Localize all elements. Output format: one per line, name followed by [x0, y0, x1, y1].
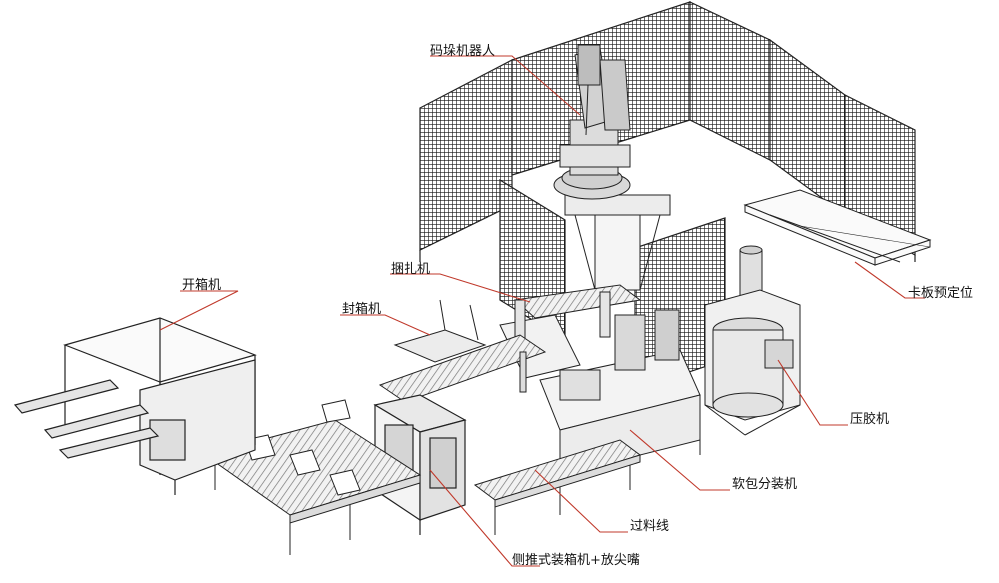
palletizing-robot	[553, 44, 671, 291]
leader-pallet-positioning	[854, 261, 925, 299]
leader-transfer-line	[534, 469, 628, 533]
label-glue-press: 压胶机	[850, 412, 890, 427]
transfer-line	[473, 439, 642, 535]
label-strapping-machine: 捆扎机	[391, 262, 431, 277]
leader-box-sealer	[340, 314, 431, 336]
label-side-push-packer: 侧推式装箱机+放尖嘴	[512, 553, 640, 568]
label-transfer-line: 过料线	[630, 519, 670, 534]
label-pallet-positioning: 卡板预定位	[908, 286, 974, 301]
label-palletizing-robot: 码垛机器人	[430, 44, 496, 59]
leader-box-opener	[159, 290, 239, 331]
box-sealer	[378, 299, 547, 433]
box-opener	[13, 317, 257, 495]
label-soft-pack-dispenser: 软包分装机	[732, 477, 798, 492]
leader-strapping-machine	[390, 273, 531, 303]
glue-press	[704, 245, 801, 436]
leader-palletizing-robot	[430, 55, 581, 116]
pallet	[743, 189, 932, 266]
leader-soft-pack-dispenser	[629, 429, 730, 491]
leader-side-push-packer	[429, 469, 540, 567]
soft-pack-dispenser	[539, 309, 701, 495]
strapping-machine	[499, 284, 642, 379]
main-conveyor	[203, 399, 422, 555]
safety-fence	[419, 1, 916, 391]
leader-glue-press	[777, 359, 848, 426]
label-box-sealer: 封箱机	[342, 302, 382, 317]
label-box-opener: 开箱机	[182, 278, 222, 293]
